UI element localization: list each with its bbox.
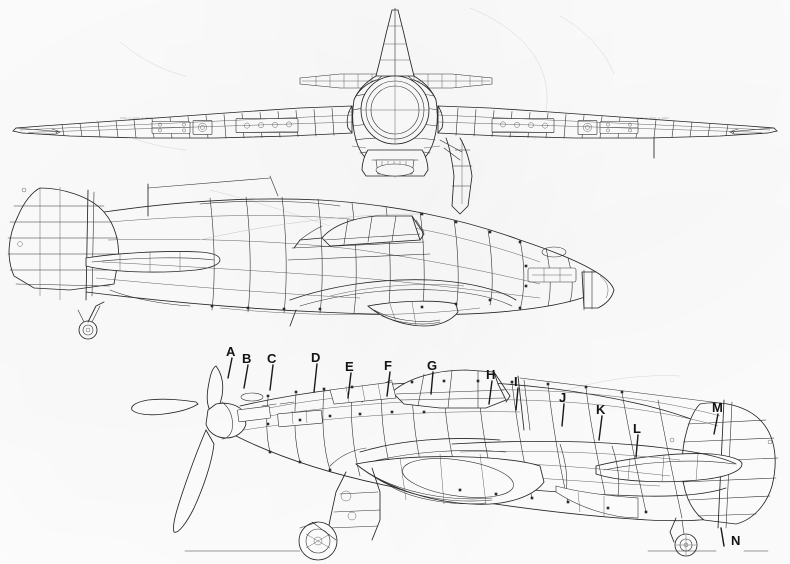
callout-tick-j (561, 403, 565, 427)
callout-label-h: H (486, 367, 496, 382)
three-quarter-view-group (131, 365, 779, 561)
callout-tick-h (488, 380, 493, 405)
callout-tick-k (598, 415, 603, 441)
callout-tick-n (720, 527, 725, 547)
side-view-group (7, 175, 615, 340)
callout-label-c: C (267, 351, 277, 366)
callout-tick-m (713, 413, 719, 435)
callout-label-f: F (384, 358, 392, 373)
callout-label-d: D (311, 350, 321, 365)
callout-label-i: I (514, 374, 518, 389)
callout-tick-c (269, 364, 274, 391)
callout-tick-e (347, 372, 352, 399)
callout-tick-b (243, 364, 249, 389)
callout-tick-d (313, 363, 318, 393)
callout-label-g: G (427, 358, 438, 373)
callout-label-n: N (731, 533, 741, 548)
callout-label-j: J (559, 390, 567, 405)
callout-tick-g (430, 371, 434, 395)
callout-tick-i (515, 387, 519, 411)
callout-tick-f (386, 371, 391, 397)
callout-leader-lines (227, 357, 725, 547)
callout-label-m: M (712, 400, 723, 415)
callout-tick-a (227, 357, 233, 379)
callout-label-a: A (226, 344, 236, 359)
callout-label-k: K (596, 402, 606, 417)
callout-label-l: L (633, 421, 641, 436)
callout-label-e: E (345, 359, 354, 374)
callout-tick-l (635, 434, 639, 458)
callout-label-b: B (242, 351, 252, 366)
front-view-group (12, 7, 778, 215)
